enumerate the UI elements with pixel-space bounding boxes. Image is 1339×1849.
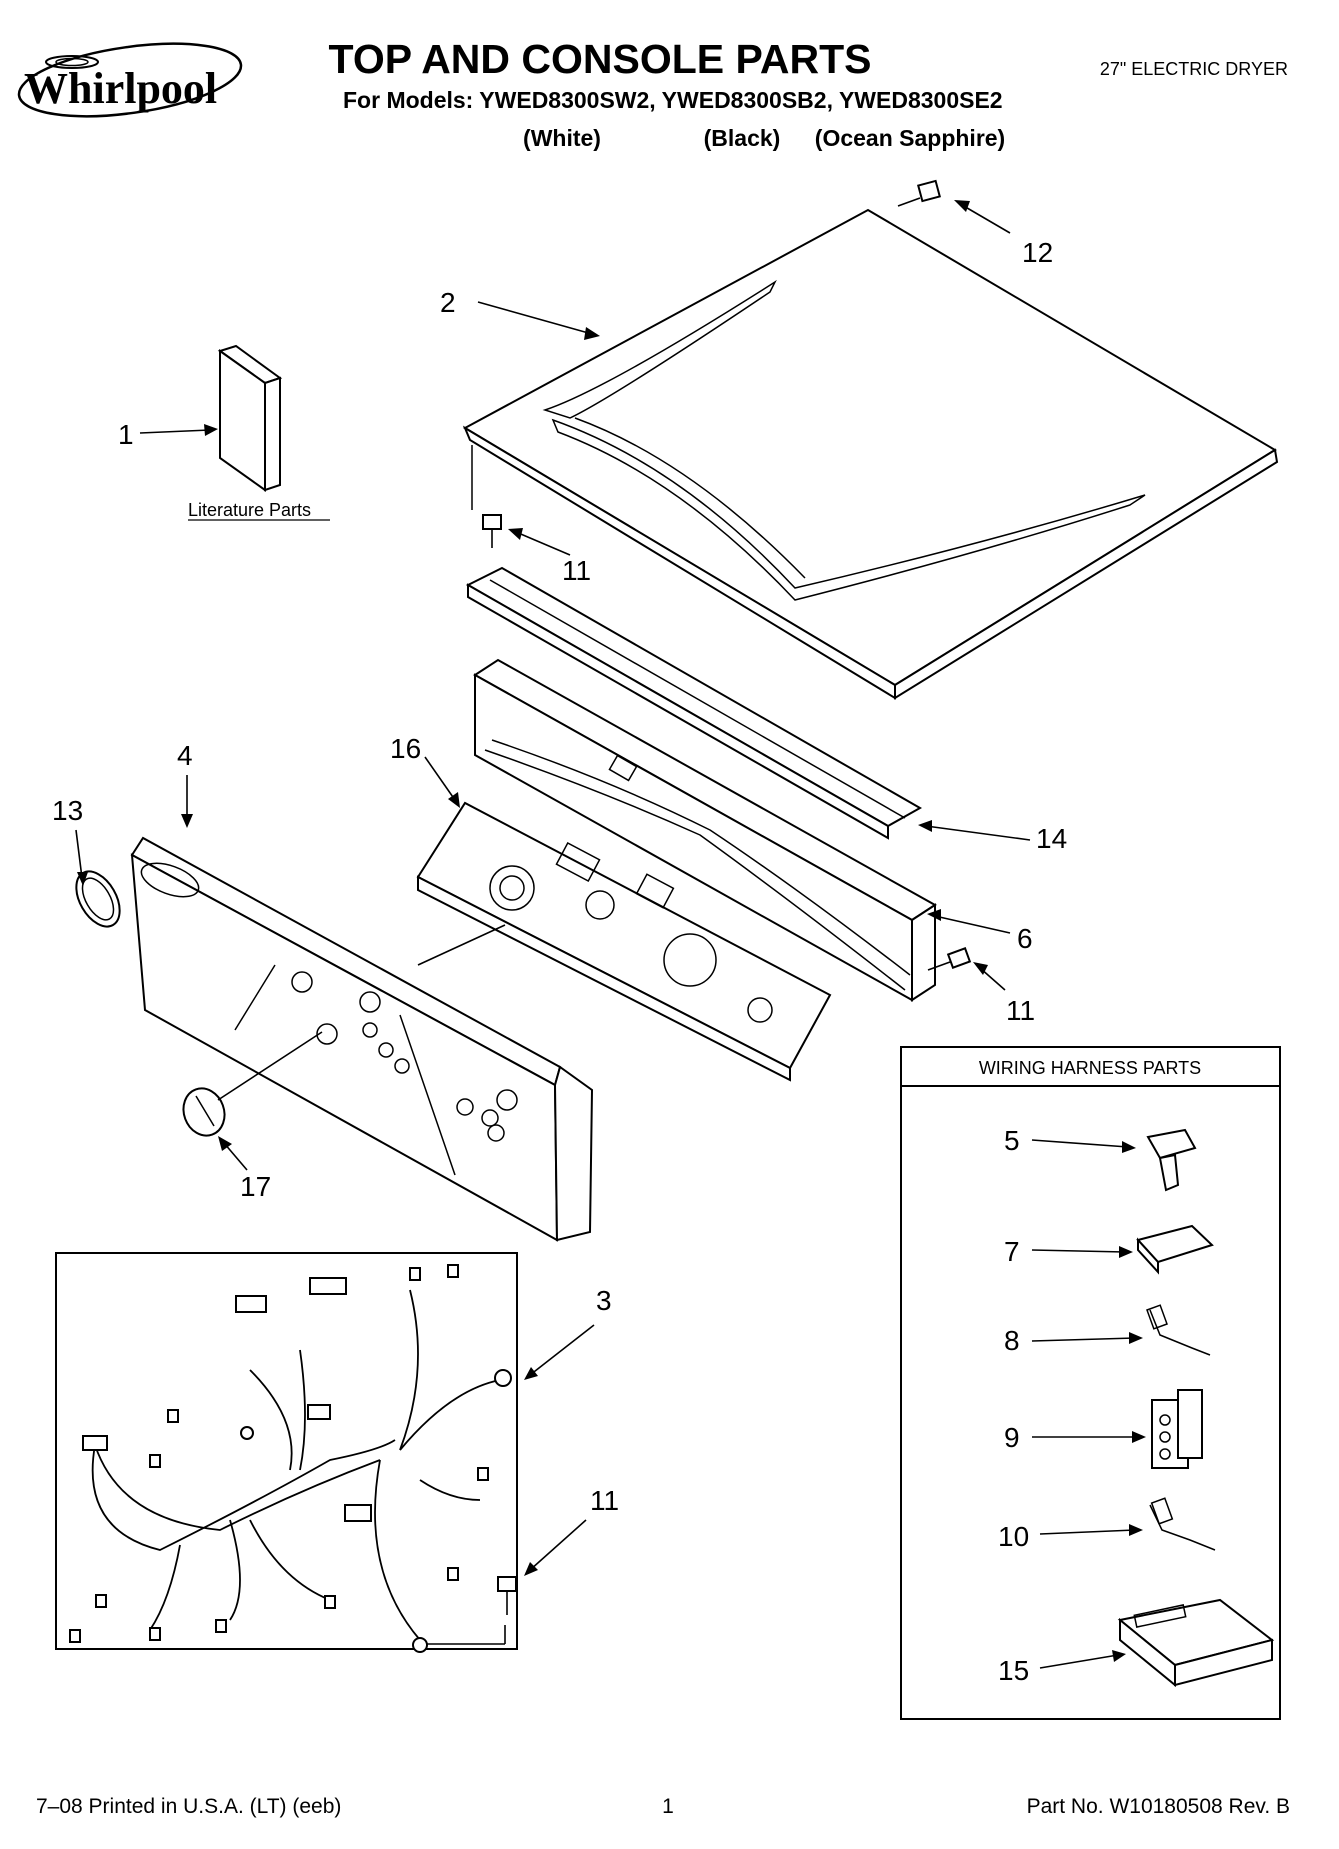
wiring-box-title: WIRING HARNESS PARTS — [979, 1058, 1201, 1078]
model-color-black: (Black) — [704, 125, 781, 151]
callout-15: 15 — [998, 1655, 1029, 1686]
part-console-4: 4 — [130, 740, 594, 1242]
callout-5: 5 — [1004, 1125, 1020, 1156]
callout-7: 7 — [1004, 1236, 1020, 1267]
part-bracket-14: 14 — [465, 566, 1067, 854]
part-screw-11-right: 11 — [927, 947, 1035, 1026]
part-screw-11-upper: 11 — [482, 514, 591, 586]
part-ring-13: 13 — [52, 795, 121, 928]
part-screw-12: 12 — [897, 179, 1053, 268]
footer-page-number: 1 — [662, 1795, 674, 1818]
callout-16: 16 — [390, 733, 421, 764]
part-literature: 1 Literature Parts — [118, 344, 330, 521]
part-wire-harness-3: 3 — [55, 1252, 612, 1653]
callout-11-right: 11 — [1006, 995, 1035, 1026]
callout-14: 14 — [1036, 823, 1067, 854]
callout-2: 2 — [440, 287, 456, 318]
footer-printed-info: 7–08 Printed in U.S.A. (LT) (eeb) — [36, 1795, 341, 1818]
models-line: For Models: YWED8300SW2, YWED8300SB2, YW… — [343, 87, 1003, 113]
callout-3: 3 — [596, 1285, 612, 1316]
literature-label: Literature Parts — [188, 500, 311, 520]
callout-4: 4 — [177, 740, 193, 771]
part-top-panel: 2 — [440, 208, 1279, 700]
model-color-sapphire: (Ocean Sapphire) — [815, 125, 1005, 151]
wiring-harness-parts-box: WIRING HARNESS PARTS 5 7 8 9 10 — [900, 1046, 1281, 1720]
callout-13: 13 — [52, 795, 83, 826]
part-console-back-6: 6 — [473, 658, 1033, 1002]
callout-9: 9 — [1004, 1422, 1020, 1453]
callout-12: 12 — [1022, 237, 1053, 268]
callout-8: 8 — [1004, 1325, 1020, 1356]
callout-6: 6 — [1017, 923, 1033, 954]
whirlpool-logo: Whirlpool — [17, 42, 243, 118]
footer-part-number: Part No. W10180508 Rev. B — [1027, 1795, 1290, 1818]
callout-11-lower: 11 — [590, 1485, 619, 1516]
callout-17: 17 — [240, 1171, 271, 1202]
model-color-white: (White) — [523, 125, 601, 151]
callout-1: 1 — [118, 419, 134, 450]
callout-11-upper: 11 — [562, 555, 591, 586]
part-knob-17: 17 — [182, 1031, 323, 1202]
part-control-board-16: 16 — [390, 733, 832, 1082]
page-title: TOP AND CONSOLE PARTS — [329, 36, 872, 82]
part-screw-11-lower: 11 — [427, 1485, 619, 1645]
brand-wordmark: Whirlpool — [24, 64, 217, 113]
callout-10: 10 — [998, 1521, 1029, 1552]
product-type: 27" ELECTRIC DRYER — [1100, 59, 1288, 79]
